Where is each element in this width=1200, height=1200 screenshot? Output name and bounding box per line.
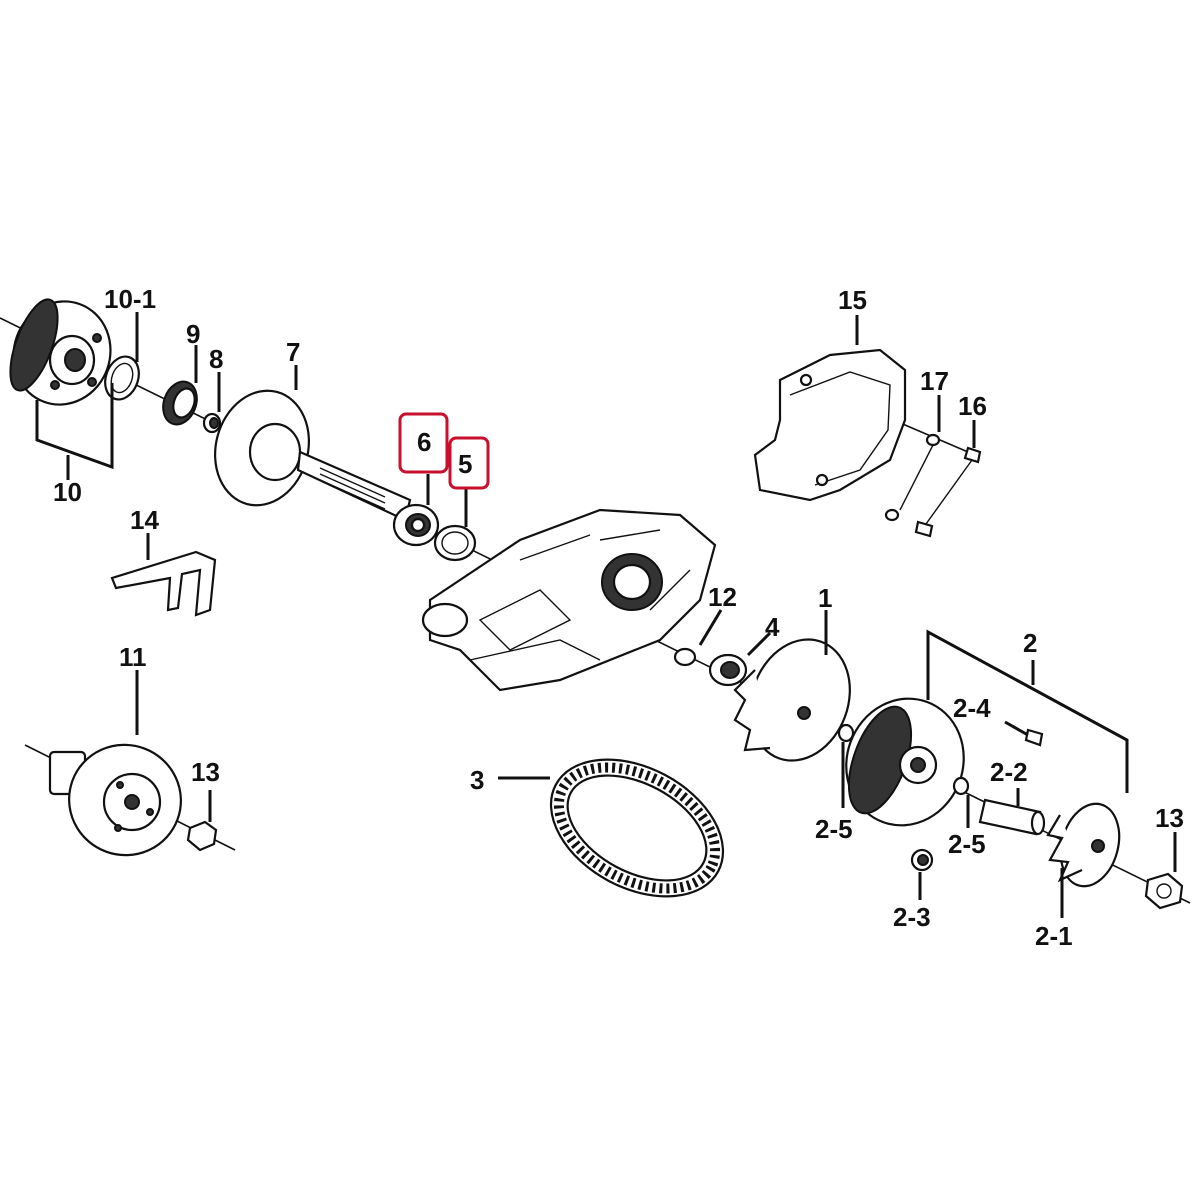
part-12-o-ring [673,647,697,667]
part-8-collar [202,412,222,434]
part-15-fan-cover [753,348,907,502]
part-13-nut-right [1144,872,1184,910]
crankcase-cover [421,508,717,692]
label-2-2: 2-2 [990,757,1028,787]
part-4-bearing [708,653,748,687]
label-10-1: 10-1 [104,284,156,314]
label-2-4: 2-4 [953,693,991,723]
part-2-2-collar [978,798,1046,836]
part-17-washer-bolts [884,433,941,522]
part-6-ball-bearing [392,503,440,547]
part-5-oil-seal [433,524,477,562]
label-12: 12 [708,582,737,612]
part-2-4-pin [1024,728,1044,747]
label-3: 3 [470,765,484,795]
part-9-needle-bearing [162,380,198,426]
label-9: 9 [186,319,200,349]
part-11-driven-pulley [48,743,182,857]
label-8: 8 [209,344,223,374]
label-1: 1 [818,583,832,613]
leader-lines [35,312,1177,918]
part-2-5-washer-b [952,776,970,796]
part-14-clip [110,550,217,617]
highlight-box-part-5 [448,436,490,490]
label-14: 14 [130,505,159,535]
label-5: 5 [458,449,472,479]
part-2-3-weight [910,848,934,872]
part-10-1-washer [104,355,140,401]
highlight-box-part-6 [398,412,449,474]
part-2-movable-drive-face [845,697,965,827]
label-4: 4 [765,612,780,642]
label-2-5-left: 2-5 [815,814,853,844]
label-13-right: 13 [1155,803,1184,833]
label-11: 11 [119,642,147,672]
label-15: 15 [838,285,867,315]
part-2-5-washer-a [837,723,855,743]
label-2-1: 2-1 [1035,921,1073,951]
part-7-driven-plate-shaft [214,389,412,522]
part-3-drive-belt [549,758,725,898]
part-1-drive-face [733,638,851,762]
label-7: 7 [286,337,300,367]
part-13-nut-left [186,820,218,852]
label-2-3: 2-3 [893,902,931,932]
label-2: 2 [1023,628,1037,658]
label-2-5-right: 2-5 [948,829,986,859]
label-6: 6 [417,427,431,457]
part-2-1-fan [1046,802,1121,888]
label-17: 17 [920,366,949,396]
label-13-left: 13 [191,757,220,787]
label-16: 16 [958,391,987,421]
label-10: 10 [53,477,82,507]
part-16-bolts [914,446,982,538]
